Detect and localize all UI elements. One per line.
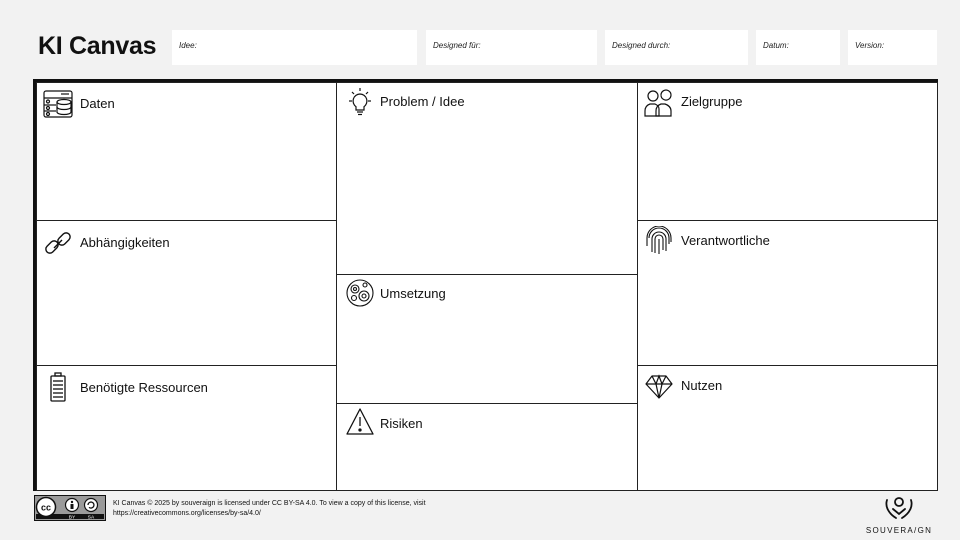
- fingerprint-icon: [644, 225, 674, 256]
- date-field[interactable]: Datum:: [756, 30, 840, 65]
- cc-badge-cc-text: cc: [41, 503, 51, 513]
- cc-badge-by-text: BY: [69, 515, 76, 521]
- designed-for-field-label: Designed für:: [433, 41, 481, 50]
- cell-umsetzung-label: Umsetzung: [380, 286, 446, 301]
- designed-for-field[interactable]: Designed für:: [426, 30, 597, 65]
- page-title: KI Canvas: [38, 32, 157, 60]
- license-link[interactable]: https://creativecommons.org/licenses/by-…: [113, 510, 261, 517]
- gears-icon: [345, 278, 375, 308]
- cell-ressourcen-label: Benötigte Ressourcen: [80, 380, 208, 395]
- logo-wordmark: SOUVERA/GN: [865, 526, 933, 535]
- diamond-icon: [644, 371, 674, 401]
- souveraign-logo: SOUVERA/GN: [862, 496, 936, 535]
- cell-verantwortliche-label: Verantwortliche: [681, 233, 770, 248]
- idea-field[interactable]: Idee:: [172, 30, 417, 65]
- license-text: KI Canvas © 2025 by souveraign is licens…: [113, 499, 426, 519]
- cell-daten-label: Daten: [80, 96, 115, 111]
- cell-nutzen[interactable]: Nutzen: [637, 365, 938, 491]
- cc-badge-sa-text: SA: [88, 515, 95, 521]
- designed-by-field[interactable]: Designed durch:: [605, 30, 748, 65]
- cell-ressourcen[interactable]: Benötigte Ressourcen: [36, 365, 337, 491]
- cell-daten[interactable]: Daten: [36, 82, 337, 221]
- canvas-board: Daten Abhängigkeiten Benötigte Ressource…: [33, 79, 938, 491]
- designed-by-field-label: Designed durch:: [612, 41, 671, 50]
- date-field-label: Datum:: [763, 41, 789, 50]
- lightbulb-icon: [345, 87, 375, 117]
- database-icon: [43, 89, 73, 119]
- cell-abhaengigkeiten-label: Abhängigkeiten: [80, 235, 170, 250]
- version-field-label: Version:: [855, 41, 885, 50]
- cell-risiken[interactable]: Risiken: [336, 403, 638, 491]
- battery-icon: [43, 372, 73, 402]
- cell-problem-label: Problem / Idee: [380, 94, 465, 109]
- version-field[interactable]: Version:: [848, 30, 937, 65]
- cell-verantwortliche[interactable]: Verantwortliche: [637, 220, 938, 366]
- cell-zielgruppe-label: Zielgruppe: [681, 94, 743, 109]
- cell-zielgruppe[interactable]: Zielgruppe: [637, 82, 938, 221]
- users-icon: [644, 87, 674, 117]
- cc-license-badge[interactable]: cc BY SA: [34, 495, 106, 521]
- cell-risiken-label: Risiken: [380, 416, 423, 431]
- cell-umsetzung[interactable]: Umsetzung: [336, 274, 638, 404]
- cell-abhaengigkeiten[interactable]: Abhängigkeiten: [36, 220, 337, 366]
- souveraign-logo-mark: [885, 497, 913, 519]
- cell-nutzen-label: Nutzen: [681, 378, 723, 393]
- cell-problem[interactable]: Problem / Idee: [336, 82, 638, 275]
- idea-field-label: Idee:: [179, 41, 197, 50]
- warning-icon: [345, 407, 375, 437]
- link-icon: [43, 229, 73, 259]
- license-line-1: KI Canvas © 2025 by souveraign is licens…: [113, 500, 426, 507]
